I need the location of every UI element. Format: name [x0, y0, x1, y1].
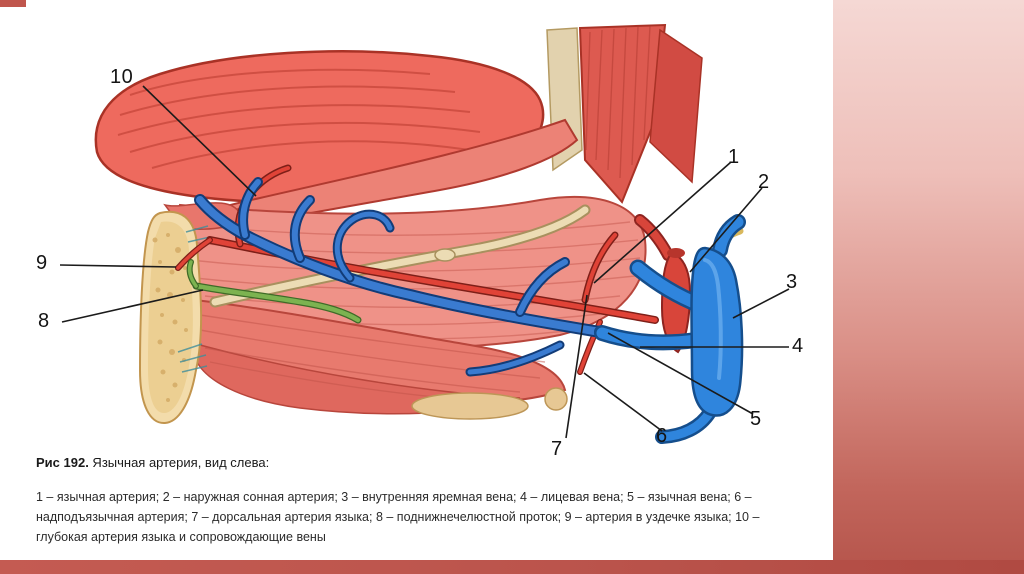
- internal-jugular-vein: [594, 214, 746, 444]
- callout-1: 1: [728, 146, 740, 168]
- figure-legend: 1 – язычная артерия; 2 – наружная сонная…: [36, 487, 816, 547]
- submandibular-duct: [186, 259, 362, 324]
- callout-7: 7: [551, 438, 563, 460]
- callout-10: 10: [110, 66, 134, 88]
- slide-background-bottom: [0, 560, 1024, 574]
- muscle-attachment-fibers: [177, 225, 211, 373]
- callout-2: 2: [758, 171, 770, 193]
- upper-muscles: [578, 23, 703, 204]
- mandible-bone: [138, 202, 242, 425]
- callout-5: 5: [750, 408, 762, 430]
- figure-caption-number: Рис 192.: [36, 455, 89, 470]
- figure-caption: Рис 192. Язычная артерия, вид слева:: [36, 455, 269, 470]
- callout-3: 3: [786, 271, 798, 293]
- lower-muscles: [194, 298, 568, 420]
- leader-lines: [59, 85, 790, 439]
- callout-8: 8: [38, 310, 50, 332]
- slide-corner-mark: [0, 0, 26, 7]
- callout-6: 6: [656, 425, 668, 447]
- legend-line-1: 1 – язычная артерия; 2 – наружная сонная…: [36, 490, 752, 504]
- callout-4: 4: [792, 335, 804, 357]
- legend-line-3: глубокая артерия языка и сопровождающие …: [36, 530, 326, 544]
- slide-background-right: [833, 0, 1024, 574]
- figure-caption-text: Язычная артерия, вид слева:: [88, 455, 270, 470]
- bone-speckles: [152, 233, 188, 402]
- legend-line-2: надподъязычная артерия; 7 – дорсальная а…: [36, 510, 760, 524]
- callout-9: 9: [36, 252, 48, 274]
- tendon-nerve-band: [209, 204, 591, 308]
